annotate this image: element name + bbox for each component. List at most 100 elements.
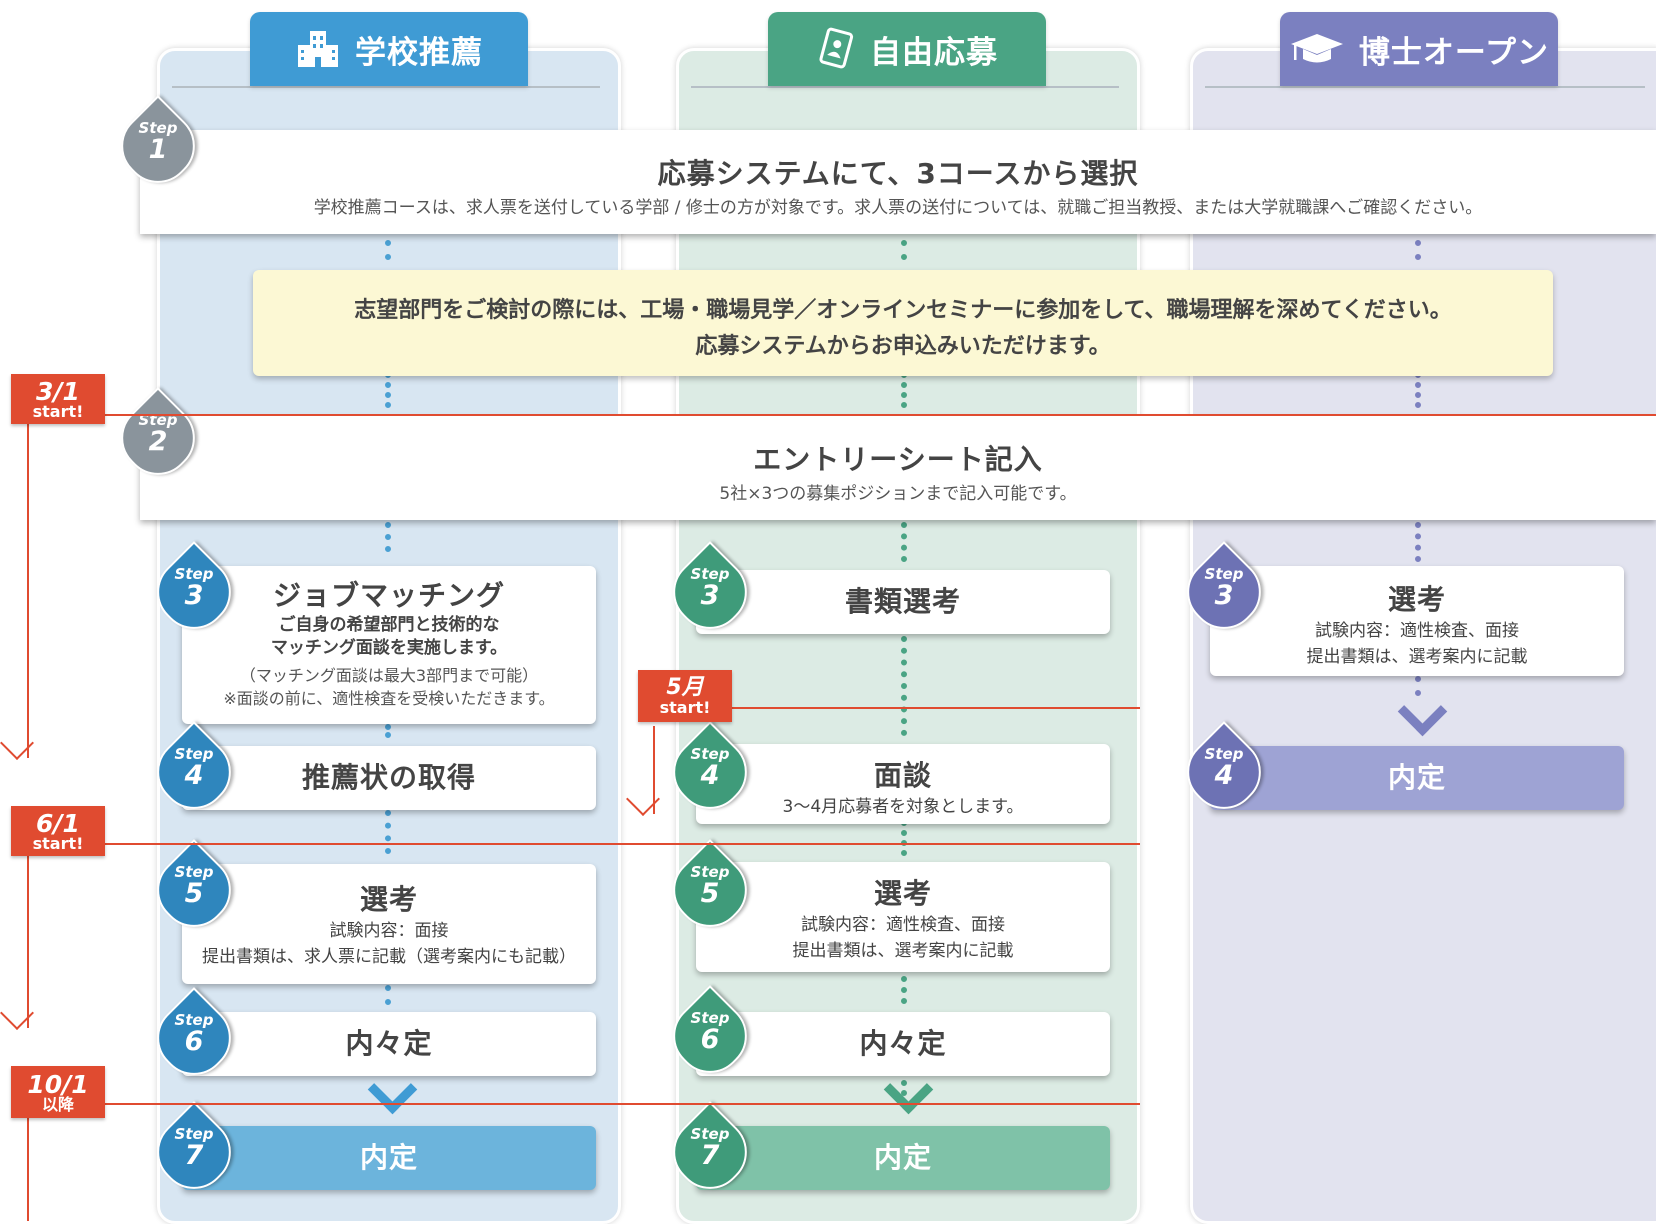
school-step3-card: ジョブマッチング ご自身の希望部門と技術的な マッチング面談を実施します。 （マ… (182, 566, 596, 724)
school-step3-title: ジョブマッチング (272, 579, 505, 612)
connector (385, 240, 391, 260)
free-step5-line1: 試験内容：適性検査、面接 (801, 915, 1005, 935)
connector (901, 636, 907, 736)
badge-step-number: 4 (184, 760, 204, 791)
badge-step-number: 4 (1214, 760, 1234, 791)
school-step5-title: 選考 (359, 883, 418, 916)
connector (385, 522, 391, 552)
connector (901, 240, 907, 260)
free-step7-card: 内定 (696, 1126, 1110, 1190)
timeline-flag-3-1: 3/1 start! (11, 374, 105, 424)
school-step7-card: 内定 (182, 1126, 596, 1190)
school-step6-title: 内々定 (345, 1027, 433, 1060)
flag-label: 以降 (41, 1095, 74, 1114)
free-step3-title: 書類選考 (844, 585, 961, 618)
phd-step4-title: 内定 (1387, 761, 1446, 794)
notice-line1: 志望部門をご検討の際には、工場・職場見学／オンラインセミナーに参加をして、職場理… (354, 298, 1452, 323)
connector (385, 372, 391, 408)
phd-open-tab: 博士オープン (1280, 12, 1558, 86)
connector (901, 522, 907, 562)
connector (1415, 676, 1421, 696)
step2-title: エントリーシート記入 (753, 443, 1043, 476)
column-divider-line (691, 86, 1119, 88)
free-step7-title: 内定 (873, 1141, 932, 1174)
phd-step3-line2: 提出書類は、選考案内に記載 (1306, 647, 1528, 667)
badge-step-number: 3 (184, 580, 204, 611)
timeline-line-6-1 (104, 843, 1140, 845)
timeline-flag-10-1: 10/1 以降 (11, 1066, 105, 1118)
flag-date: 5月 (666, 675, 704, 700)
flag-label: start! (659, 698, 711, 717)
connector (385, 724, 391, 738)
free-step5-title: 選考 (873, 877, 932, 910)
phd-step4-card: 内定 (1210, 746, 1624, 810)
badge-step-number: 5 (700, 878, 720, 909)
school-step3-line4: ※面談の前に、適性検査を受検いただきます。 (223, 689, 555, 708)
school-step5-line1: 試験内容：面接 (329, 921, 449, 941)
school-step3-line2: マッチング面談を実施します。 (270, 638, 508, 658)
step1-card: 応募システムにて、3コースから選択 学校推薦コースは、求人票を送付している学部 … (140, 130, 1656, 234)
timeline-vertical (27, 850, 29, 1028)
free-step6-card: 内々定 (696, 1012, 1110, 1076)
timeline-line-3-1 (104, 414, 1656, 416)
timeline-vertical (27, 420, 29, 758)
graduation-cap-icon (1289, 30, 1345, 68)
flag-date: 6/1 (36, 809, 80, 838)
flag-date: 10/1 (27, 1070, 89, 1099)
connector (385, 810, 391, 854)
step2-card: エントリーシート記入 5社×3つの募集ポジションまで記入可能です。 (140, 416, 1656, 520)
notice-line2: 応募システムからお申込みいただけます。 (695, 334, 1111, 359)
school-recommendation-tab: 学校推薦 (250, 12, 528, 86)
connector (1415, 240, 1421, 260)
badge-step-number: 6 (700, 1024, 720, 1055)
free-step4-line1: 3〜4月応募者を対象とします。 (782, 797, 1024, 817)
badge-step-number: 3 (1214, 580, 1234, 611)
connector (1415, 522, 1421, 562)
free-step3-card: 書類選考 (696, 570, 1110, 634)
badge-step-number: 3 (700, 580, 720, 611)
badge-step-number: 1 (148, 134, 168, 165)
connector (901, 976, 907, 1004)
application-document-icon (816, 27, 856, 71)
free-step4-card: 面談 3〜4月応募者を対象とします。 (696, 744, 1110, 824)
school-step5-card: 選考 試験内容：面接 提出書類は、求人票に記載（選考案内にも記載） (182, 864, 596, 984)
school-recommendation-title: 学校推薦 (355, 34, 483, 71)
timeline-line-may (722, 707, 1140, 709)
badge-step-number: 2 (148, 426, 168, 457)
badge-step-number: 4 (700, 760, 720, 791)
phd-step3-title: 選考 (1387, 583, 1446, 616)
badge-step-number: 6 (184, 1026, 204, 1057)
connector (901, 820, 907, 856)
free-step5-card: 選考 試験内容：適性検査、面接 提出書類は、選考案内に記載 (696, 862, 1110, 972)
school-step7-title: 内定 (359, 1141, 418, 1174)
timeline-vertical (653, 726, 655, 814)
connector (901, 1080, 907, 1096)
timeline-flag-may: 5月 start! (638, 670, 732, 722)
open-application-title: 自由応募 (870, 34, 998, 71)
school-step3-line1: ご自身の希望部門と技術的な (278, 615, 500, 635)
free-step6-title: 内々定 (859, 1027, 947, 1060)
notice-box: 志望部門をご検討の際には、工場・職場見学／オンラインセミナーに参加をして、職場理… (253, 270, 1553, 376)
timeline-vertical (27, 1110, 29, 1221)
flag-label: start! (32, 834, 84, 853)
school-step4-title: 推薦状の取得 (301, 761, 476, 794)
school-building-icon (295, 29, 341, 69)
timeline-line-10-1 (104, 1103, 1140, 1105)
connector (385, 985, 391, 1005)
flag-date: 3/1 (36, 377, 80, 406)
connector (1415, 372, 1421, 408)
column-divider-line (172, 86, 600, 88)
school-step5-line2: 提出書類は、求人票に記載（選考案内にも記載） (202, 947, 576, 967)
free-step5-line2: 提出書類は、選考案内に記載 (792, 941, 1014, 961)
step2-description: 5社×3つの募集ポジションまで記入可能です。 (719, 484, 1077, 504)
badge-step-number: 7 (184, 1140, 204, 1171)
connector (901, 372, 907, 408)
open-application-tab: 自由応募 (768, 12, 1046, 86)
school-step6-card: 内々定 (182, 1012, 596, 1076)
badge-step-number: 7 (700, 1140, 720, 1171)
badge-step-number: 5 (184, 878, 204, 909)
timeline-flag-6-1: 6/1 start! (11, 806, 105, 856)
phd-step3-card: 選考 試験内容：適性検査、面接 提出書類は、選考案内に記載 (1210, 566, 1624, 676)
phd-open-title: 博士オープン (1358, 34, 1550, 71)
free-step4-title: 面談 (873, 759, 932, 792)
